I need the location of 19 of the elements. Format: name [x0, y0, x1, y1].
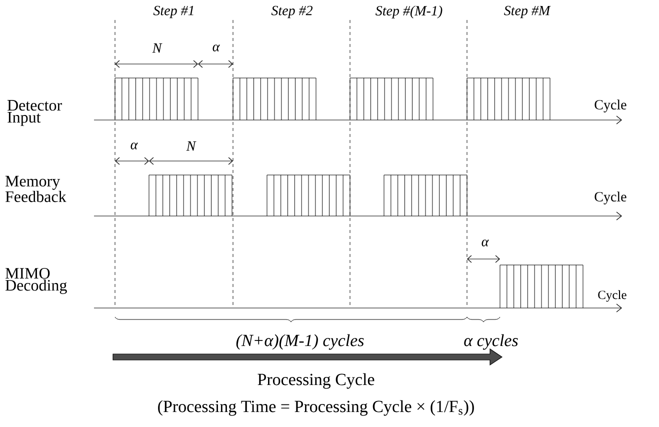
dimension-label: α	[130, 142, 138, 150]
step-label: Step #(M-1)	[376, 6, 442, 18]
row-label: Detector Input	[7, 100, 62, 126]
brace-label: (N+α)(M-1) cycles	[236, 334, 364, 350]
axis-label: Cycle	[594, 192, 626, 204]
brace-label: α cycles	[464, 334, 518, 350]
row-label: MIMO Decoding	[5, 268, 67, 294]
dimension-label: α	[482, 240, 489, 246]
dimension-label: N	[186, 141, 196, 151]
caption-line: Processing Cycle	[258, 373, 374, 389]
axis-label: Cycle	[594, 100, 626, 112]
step-label: Step #M	[504, 6, 551, 18]
dimension-label: N	[152, 43, 162, 53]
axis-label: Cycle	[598, 290, 626, 302]
step-label: Step #2	[271, 6, 312, 18]
step-label: Step #1	[153, 6, 194, 18]
row-label: Memory Feedback	[5, 176, 66, 202]
dimension-label: α	[212, 44, 220, 52]
caption-line: (Processing Time = Processing Cycle × (1/F$_{s}$))	[158, 400, 474, 416]
